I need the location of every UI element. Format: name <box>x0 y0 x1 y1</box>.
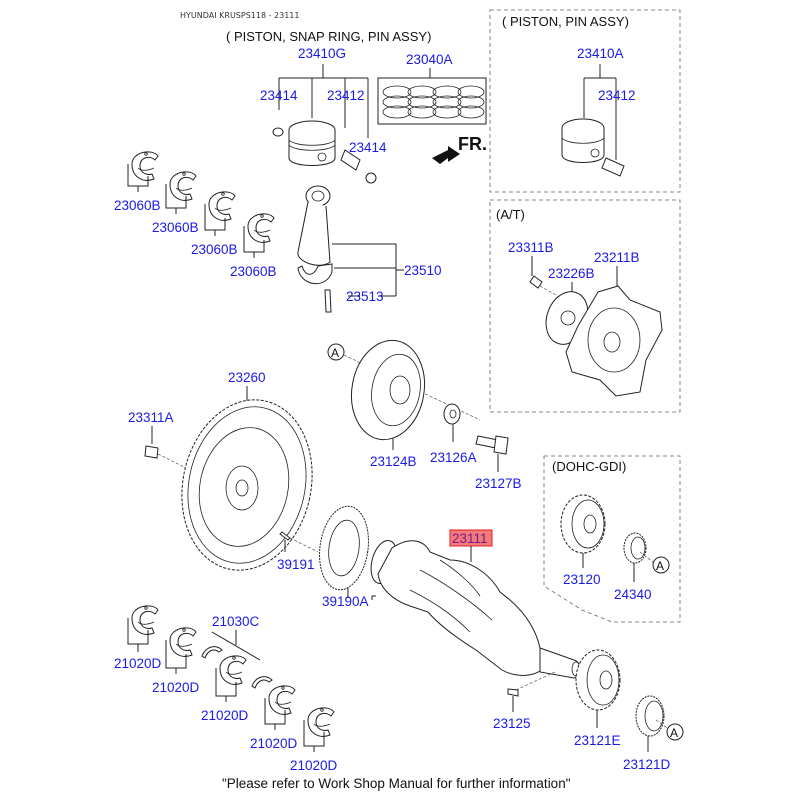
pulley-bolt-drawing[interactable] <box>475 435 509 455</box>
section-box-piston-pin <box>489 9 681 193</box>
con-rod-bearing-4[interactable] <box>247 213 275 243</box>
front-arrow-icon <box>432 146 460 164</box>
part-label-21020D-1[interactable]: 21020D <box>114 656 162 671</box>
part-label-21020D-2[interactable]: 21020D <box>152 680 200 695</box>
con-rod-bearing-1[interactable] <box>131 151 159 181</box>
part-label-23060B-1[interactable]: 23060B <box>114 198 161 213</box>
piston-ring-set-box[interactable] <box>377 77 487 125</box>
part-label-23121D[interactable]: 23121D <box>623 757 671 772</box>
part-label-23120[interactable]: 23120 <box>563 572 601 587</box>
crankshaft-drawing[interactable] <box>367 538 581 679</box>
section-title-at: (A/T) <box>496 207 525 222</box>
front-direction-label: FR. <box>458 134 487 154</box>
at-drive-plate-drawing[interactable] <box>529 275 663 397</box>
crank-sprocket-23121D-drawing[interactable] <box>635 695 665 737</box>
piston-rings-drawing <box>382 85 485 119</box>
crank-pulley-drawing[interactable] <box>344 335 432 446</box>
part-label-23510[interactable]: 23510 <box>404 263 442 278</box>
part-label-23260[interactable]: 23260 <box>228 370 266 385</box>
part-label-23410G[interactable]: 23410G <box>298 46 346 61</box>
part-label-21020D-3[interactable]: 21020D <box>201 708 249 723</box>
diagram-header: HYUNDAI KRUSPS118 - 23111 <box>180 11 299 20</box>
main-bearing-4[interactable] <box>268 685 296 715</box>
part-label-39190A[interactable]: 39190A <box>322 594 369 609</box>
part-label-23311B[interactable]: 23311B <box>508 240 554 255</box>
part-label-23124B[interactable]: 23124B <box>370 454 417 469</box>
part-label-23311A[interactable]: 23311A <box>128 410 174 425</box>
thrust-washer-2[interactable] <box>251 676 273 689</box>
crank-sprocket-23121E-drawing[interactable] <box>575 649 621 711</box>
con-rod-bearing-2[interactable] <box>169 171 197 201</box>
main-bearing-5[interactable] <box>307 707 335 737</box>
part-label-23060B-2[interactable]: 23060B <box>152 220 199 235</box>
part-label-23414-left[interactable]: 23414 <box>260 88 298 103</box>
part-label-23040A[interactable]: 23040A <box>406 52 453 67</box>
part-label-21020D-4[interactable]: 21020D <box>250 736 298 751</box>
section-title-dohc-gdi: (DOHC-GDI) <box>552 459 626 474</box>
part-label-23125[interactable]: 23125 <box>493 716 531 731</box>
svg-text:A: A <box>670 726 678 740</box>
part-label-21030C[interactable]: 21030C <box>212 614 260 629</box>
reference-marker-a-dohc: A <box>652 556 670 574</box>
part-label-23127B[interactable]: 23127B <box>475 476 522 491</box>
woodruff-key-drawing[interactable] <box>507 688 519 697</box>
part-label-23412-right[interactable]: 23412 <box>598 88 636 103</box>
main-bearing-2[interactable] <box>169 627 197 657</box>
part-label-23513[interactable]: 23513 <box>346 289 384 304</box>
connecting-rod-drawing[interactable] <box>297 185 333 313</box>
part-label-23211B[interactable]: 23211B <box>594 250 640 265</box>
main-bearing-3[interactable] <box>219 655 247 685</box>
piston-pin-icon <box>340 149 361 171</box>
part-label-24340[interactable]: 24340 <box>614 587 652 602</box>
section-title-piston-pin: ( PISTON, PIN ASSY) <box>502 14 629 29</box>
reference-marker-a-top: A <box>327 343 345 361</box>
pin-39191-drawing[interactable] <box>279 531 291 541</box>
part-label-39191[interactable]: 39191 <box>277 557 315 572</box>
footer-note: "Please refer to Work Shop Manual for fu… <box>222 776 571 791</box>
pulley-washer-drawing[interactable] <box>443 403 461 425</box>
flywheel-drawing[interactable] <box>167 388 328 583</box>
section-box-at <box>489 199 681 413</box>
timing-sprocket-drawing[interactable] <box>623 532 647 564</box>
part-label-23412-left[interactable]: 23412 <box>327 88 365 103</box>
piston-assembly-drawing[interactable] <box>272 120 377 184</box>
part-label-23060B-4[interactable]: 23060B <box>230 264 277 279</box>
snap-ring-icon <box>272 127 284 137</box>
reluctor-ring-drawing[interactable] <box>314 503 373 593</box>
reference-marker-a-bottom: A <box>666 723 684 741</box>
part-label-23060B-3[interactable]: 23060B <box>191 242 238 257</box>
svg-text:A: A <box>656 559 664 573</box>
thrust-washer-1[interactable] <box>201 646 223 659</box>
balance-drive-gear-drawing[interactable] <box>560 494 606 554</box>
part-label-23126A[interactable]: 23126A <box>430 450 477 465</box>
part-label-23121E[interactable]: 23121E <box>574 733 621 748</box>
part-label-23410A[interactable]: 23410A <box>577 46 624 61</box>
part-label-23414-right[interactable]: 23414 <box>349 140 387 155</box>
svg-text:A: A <box>331 346 339 360</box>
part-label-23111[interactable]: 23111 <box>452 531 488 546</box>
part-label-21020D-5[interactable]: 21020D <box>290 758 338 773</box>
con-rod-bearing-3[interactable] <box>208 191 236 221</box>
piston-pin-assembly-drawing[interactable] <box>561 118 625 177</box>
part-label-23226B[interactable]: 23226B <box>548 266 595 281</box>
flywheel-bolt-drawing[interactable] <box>144 445 159 459</box>
section-box-dohc-gdi <box>543 455 681 623</box>
main-bearing-1[interactable] <box>131 605 159 635</box>
section-title-piston-snap-ring: ( PISTON, SNAP RING, PIN ASSY) <box>226 29 431 44</box>
